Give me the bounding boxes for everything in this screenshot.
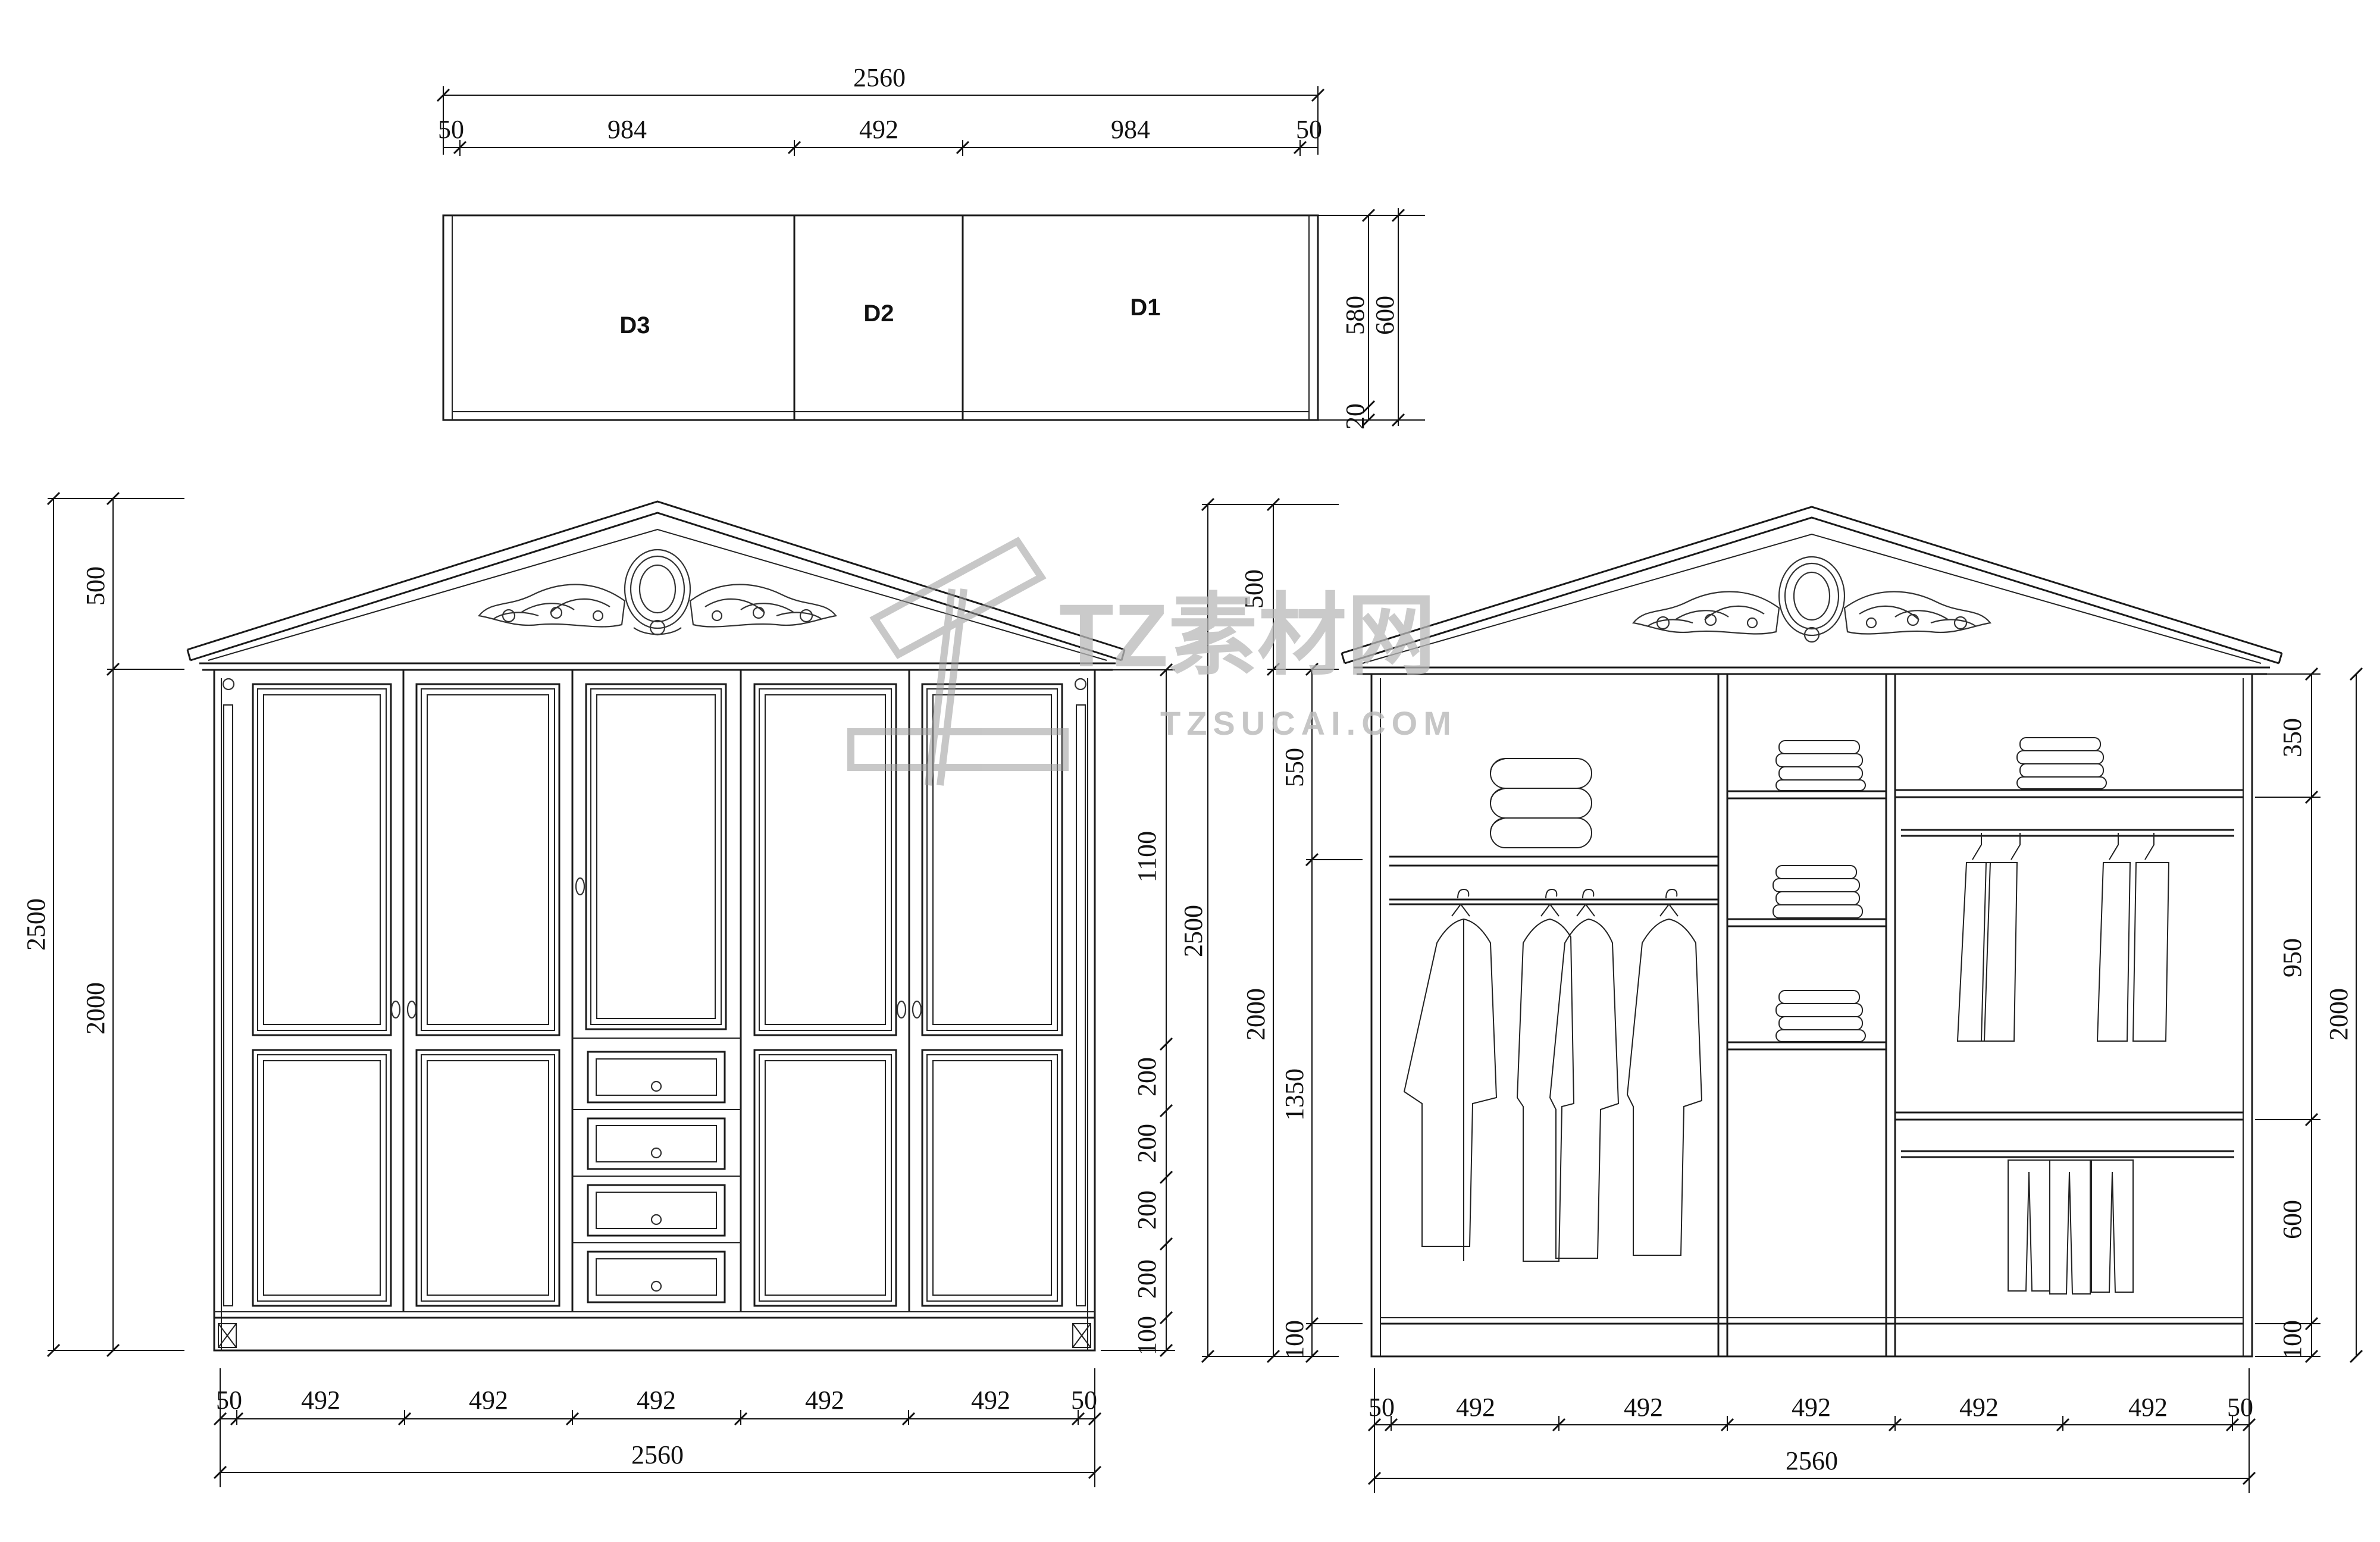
interior-elevation: 500 2500 2000 550 1350 100	[1179, 497, 2363, 1493]
interior-right-dim-1: 350	[2278, 718, 2307, 757]
interior-height-total: 2500	[1179, 905, 1208, 957]
front-bottom-seg-3: 492	[469, 1386, 508, 1415]
plan-seg-3: 492	[859, 115, 898, 144]
front-bottom-seg-1: 50	[216, 1386, 242, 1415]
coat-3	[1549, 888, 1620, 1259]
interior-right-dim-3: 600	[2278, 1200, 2307, 1239]
front-door-handles	[390, 877, 922, 1019]
front-bottom-seg-5: 492	[805, 1386, 844, 1415]
front-carved-ornament	[477, 549, 838, 636]
interior-carcass	[1370, 673, 2253, 1358]
front-door-2	[415, 683, 560, 1307]
plan-outline	[442, 214, 1319, 421]
plan-section-d2: D2	[863, 300, 894, 327]
plan-depth-edge: 20	[1341, 403, 1370, 430]
watermark: TZ素材网 TZSUCAI.COM	[847, 537, 1457, 786]
interior-right-dimensions: 350 950 600 100 2000	[2255, 667, 2363, 1364]
interior-bottom-seg-1: 50	[1368, 1393, 1395, 1422]
interior-plinth: 100	[1280, 1320, 1309, 1359]
interior-bottom-seg-5: 492	[1959, 1393, 1999, 1422]
front-body-outline	[213, 669, 1096, 1352]
interior-right-dim-2: 950	[2278, 938, 2307, 977]
front-bottom-seg-4: 492	[637, 1386, 676, 1415]
coat-1	[1403, 888, 1498, 1261]
front-pediment	[186, 500, 1126, 671]
front-bottom-seg-2: 492	[301, 1386, 340, 1415]
plan-total-width: 2560	[853, 63, 906, 92]
plan-section-d3: D3	[619, 312, 650, 339]
interior-bottom-seg-2: 492	[1456, 1393, 1495, 1422]
watermark-brand: TZ素材网	[1059, 585, 1436, 685]
interior-hanging: 1350	[1280, 1068, 1309, 1121]
front-body-height: 2000	[81, 982, 110, 1035]
interior-upper-shelf: 550	[1280, 748, 1309, 787]
plan-view: 2560 50 984 492 984 50 D3 D2 D1	[436, 63, 1425, 430]
trousers	[2008, 1159, 2134, 1295]
interior-carved-ornament	[1631, 556, 1992, 643]
plan-seg-4: 984	[1111, 115, 1150, 144]
interior-left-dimensions: 500 2500 2000 550 1350 100	[1179, 497, 1363, 1364]
interior-pediment	[1341, 506, 2283, 675]
interior-bottom-seg-3: 492	[1624, 1393, 1663, 1422]
front-right-dim-3: 200	[1132, 1124, 1161, 1163]
interior-left-bay	[1389, 758, 1718, 1262]
interior-right-bay	[1895, 737, 2243, 1295]
interior-bottom-seg-6: 492	[2128, 1393, 2168, 1422]
front-door-3	[585, 683, 727, 1030]
front-left-dimensions: 2500 500 2000	[21, 491, 184, 1358]
plan-top-dimensions: 2560 50 984 492 984 50	[436, 63, 1325, 156]
plan-section-d1: D1	[1130, 294, 1160, 321]
interior-roof-height: 500	[1239, 569, 1269, 609]
interior-right-total: 2000	[2324, 988, 2353, 1040]
interior-body-height: 2000	[1241, 988, 1270, 1040]
folded-stack-1	[1775, 740, 1866, 791]
front-height-total: 2500	[21, 898, 51, 951]
plan-seg-1: 50	[438, 115, 464, 144]
interior-bottom-total: 2560	[1786, 1446, 1838, 1475]
plan-seg-2: 984	[607, 115, 647, 144]
interior-bottom-seg-4: 492	[1792, 1393, 1831, 1422]
front-right-dim-4: 200	[1132, 1190, 1161, 1230]
watermark-logo-icon	[847, 537, 1069, 786]
plan-seg-5: 50	[1296, 115, 1322, 144]
folded-stack-2	[1773, 865, 1863, 919]
folded-stack-4	[2016, 737, 2107, 789]
watermark-url: TZSUCAI.COM	[1160, 704, 1457, 742]
front-door-4	[753, 683, 897, 1307]
front-right-dim-6: 100	[1132, 1316, 1161, 1355]
front-bottom-dimensions: 50 492 492 492 492 492 50 2560	[213, 1368, 1102, 1487]
front-right-dimensions: 1100 200 200 200 200 100	[1101, 663, 1175, 1358]
shirts	[1956, 833, 2170, 1042]
interior-middle-bay	[1727, 740, 1886, 1051]
front-door-5	[921, 683, 1063, 1307]
plan-depth-dimensions: 580 600 20	[1318, 208, 1425, 430]
front-right-dim-1: 1100	[1132, 831, 1161, 882]
coat-2	[1516, 888, 1575, 1262]
interior-bottom-dimensions: 50 492 492 492 492 492 50 2560	[1367, 1368, 2256, 1493]
interior-bottom-seg-7: 50	[2227, 1393, 2253, 1422]
front-bottom-total: 2560	[631, 1440, 684, 1469]
front-right-dim-2: 200	[1132, 1057, 1161, 1096]
front-roof-height: 500	[81, 566, 110, 606]
folded-stack-3	[1775, 990, 1866, 1042]
front-right-dim-5: 200	[1132, 1259, 1161, 1299]
front-bottom-seg-7: 50	[1071, 1386, 1097, 1415]
front-drawers	[572, 1038, 741, 1303]
plan-depth-total: 600	[1370, 296, 1399, 335]
plan-depth-inner: 580	[1341, 296, 1370, 335]
interior-right-dim-4: 100	[2278, 1320, 2307, 1359]
front-elevation: 2500 500 2000	[21, 491, 1175, 1487]
front-bottom-seg-6: 492	[971, 1386, 1010, 1415]
front-door-1	[252, 683, 392, 1307]
coat-4	[1626, 888, 1703, 1256]
